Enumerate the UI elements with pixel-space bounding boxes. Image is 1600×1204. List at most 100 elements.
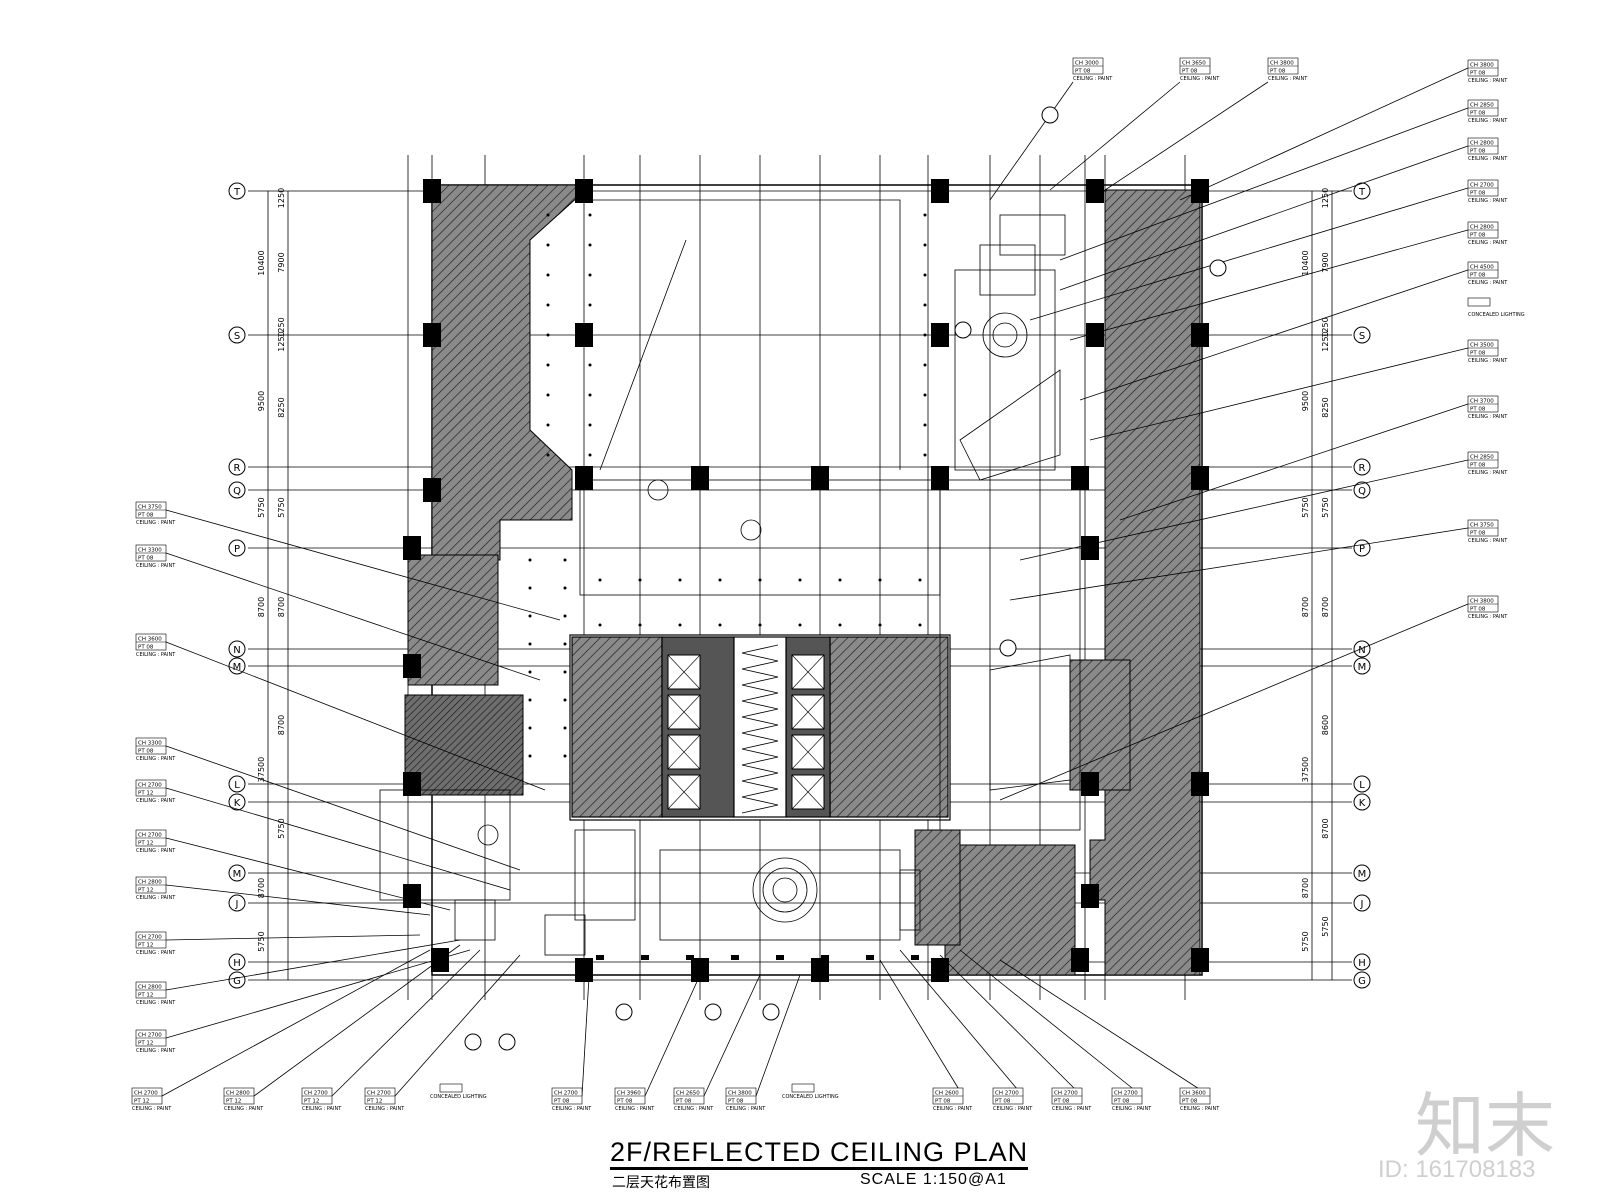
grid-bubble (228, 894, 246, 912)
drawing-title: 2F/REFLECTED CEILING PLAN (610, 1137, 1029, 1170)
light-dot (918, 623, 922, 627)
callout-finish: CEILING : PAINT (1073, 76, 1113, 82)
dimension-label: 8250 (1321, 397, 1330, 417)
light-dot (588, 393, 592, 397)
callout-finish: CEILING : PAINT (1468, 538, 1508, 544)
leader (1009, 527, 1469, 601)
light-dot (588, 423, 592, 427)
callout-ch: CH 3750 (1470, 523, 1494, 529)
grid-axis-label: G (233, 976, 241, 987)
light-dot (878, 578, 882, 582)
light-dot (563, 698, 567, 702)
light-dot (546, 333, 550, 337)
column (403, 884, 421, 908)
callout-pt: PT 08 (995, 1099, 1011, 1105)
dimension-label: 10400 (257, 250, 266, 275)
dimension-label: 5750 (1321, 497, 1330, 517)
leader (1179, 67, 1469, 201)
column (1081, 884, 1099, 908)
callout-ch: CH 3000 (1075, 61, 1099, 67)
light-dot (528, 726, 532, 730)
light-dot (678, 578, 682, 582)
grid-axis-label: R (234, 463, 241, 474)
building-outline (431, 184, 1203, 976)
light-dot (563, 642, 567, 646)
leader (253, 944, 461, 1097)
grid-bubble (228, 458, 246, 476)
dimension-label: 8700 (257, 597, 266, 617)
callout-finish: CEILING : PAINT (1468, 470, 1508, 476)
leader (999, 959, 1211, 1097)
drawing-scale: SCALE 1:150@A1 (860, 1171, 1007, 1188)
dimension-label: 1250 (1321, 317, 1330, 337)
grid-axis-label: S (1359, 331, 1365, 342)
column (403, 536, 421, 560)
stair-line (741, 644, 779, 814)
callout-pt: PT 12 (304, 1099, 319, 1105)
light-dot (923, 363, 927, 367)
concealed-lighting-symbol (439, 1083, 463, 1093)
grid-bubble (1353, 657, 1371, 675)
callout-pt: PT 08 (138, 749, 154, 755)
light-fixtures (528, 213, 927, 960)
light-dot (546, 213, 550, 217)
column (1081, 536, 1099, 560)
light-dot (923, 453, 927, 457)
light-dot (588, 453, 592, 457)
callout-pt: PT 08 (1470, 463, 1486, 469)
dimension-label: 5750 (1321, 916, 1330, 936)
dimension-label: 9500 (257, 391, 266, 411)
column (403, 772, 421, 796)
column (575, 323, 593, 347)
grid-axis-label: K (1359, 798, 1366, 809)
callout-finish: CEILING : PAINT (136, 563, 176, 569)
leader (165, 509, 561, 621)
grid-axis-label: J (235, 899, 239, 910)
leader (165, 837, 451, 911)
elevator-cross (667, 734, 701, 770)
callout-ch: CH 3300 (138, 741, 162, 747)
elevator-cross (791, 654, 825, 690)
column (811, 958, 829, 982)
dimension-label: 5750 (257, 931, 266, 951)
leader (161, 949, 431, 1097)
dimension-label: 1250 (1321, 188, 1330, 208)
grid-axis-label: N (233, 645, 240, 656)
leader (1059, 107, 1469, 261)
grid-axis-label: R (1359, 463, 1366, 474)
column (811, 466, 829, 490)
light-dot (923, 213, 927, 217)
dimension-text-left: 1040095005750870037500870057501250790012… (257, 188, 286, 952)
callout-finish: CEILING : PAINT (136, 895, 176, 901)
callout-pt: PT 08 (1470, 607, 1486, 613)
light-dot (588, 213, 592, 217)
structural-columns (403, 179, 1209, 982)
light-dot (588, 243, 592, 247)
leader (1089, 81, 1269, 201)
dimension-chain-left (267, 191, 289, 980)
callout-finish: CEILING : PAINT (1468, 156, 1508, 162)
callout-pt: PT 08 (676, 1099, 692, 1105)
column (403, 654, 421, 678)
callout-ch: CH 3600 (138, 637, 162, 643)
concealed-lighting-symbol (1467, 297, 1491, 307)
grid-bubble (1353, 775, 1371, 793)
grid-bubble (1353, 953, 1371, 971)
callout-ch: CH 2700 (138, 935, 162, 941)
grid-bubble (228, 864, 246, 882)
callout-pt: PT 08 (1470, 71, 1486, 77)
dimension-label: 8700 (1301, 878, 1310, 898)
light-dot (678, 623, 682, 627)
concealed-lighting-label: CONCEALED LIGHTING (782, 1094, 839, 1100)
dimension-label: 1250 (277, 331, 286, 351)
grid-axis-label: M (233, 869, 242, 880)
column (575, 466, 593, 490)
light-dot (528, 586, 532, 590)
elevator-cross (667, 654, 701, 690)
leader (1079, 269, 1469, 401)
light-dot (528, 642, 532, 646)
callout-ch: CH 2800 (226, 1091, 250, 1097)
leader (165, 949, 471, 1039)
elevator-cross (791, 734, 825, 770)
callout-finish: CEILING : PAINT (552, 1106, 592, 1112)
